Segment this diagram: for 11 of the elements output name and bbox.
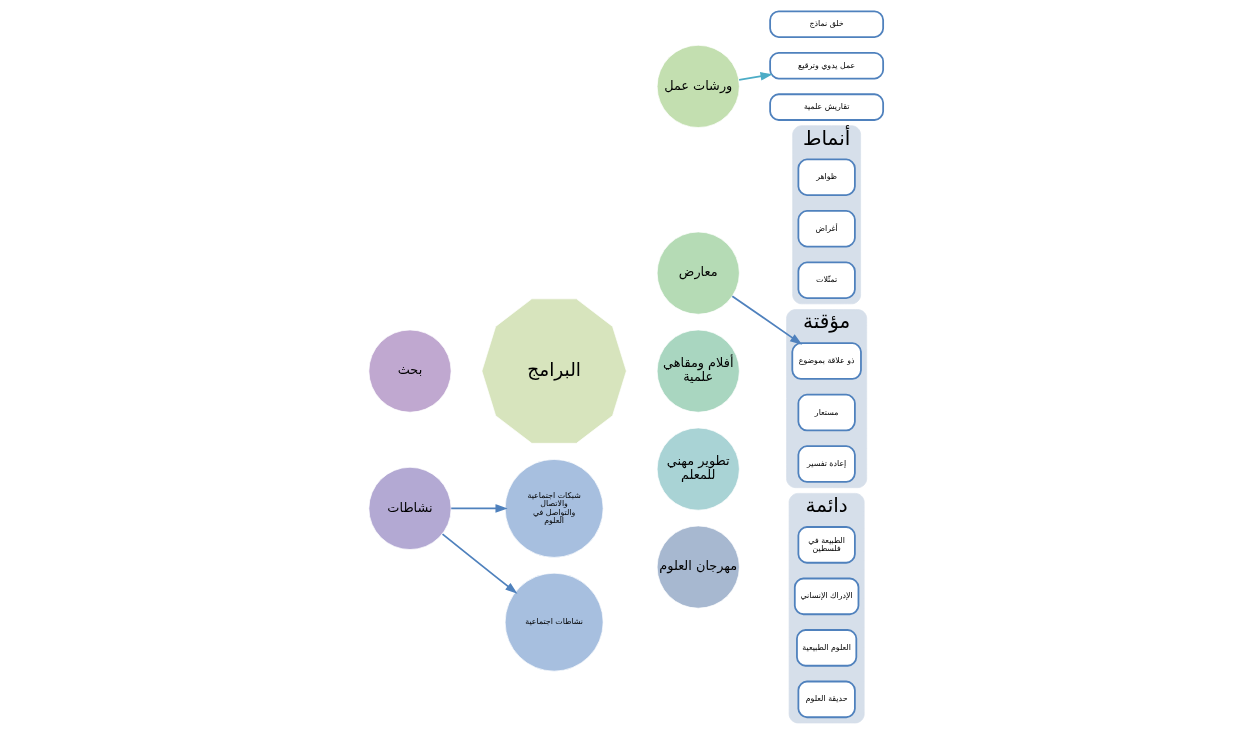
node-circle: مهرجان العلوم <box>656 525 740 609</box>
node-circle: ورشات عمل <box>656 44 740 128</box>
arrow <box>450 504 508 513</box>
node-circle: معارض <box>656 231 740 315</box>
node-circle: بحث <box>368 329 452 413</box>
node-circle: تطوير مهني للمعلم <box>656 427 740 511</box>
node-circle: أفلام ومقاهي علمية <box>656 329 740 413</box>
arrow <box>738 72 773 81</box>
arrow <box>441 533 518 594</box>
node-circle: نشاطات <box>368 466 452 550</box>
arrow <box>731 295 803 345</box>
